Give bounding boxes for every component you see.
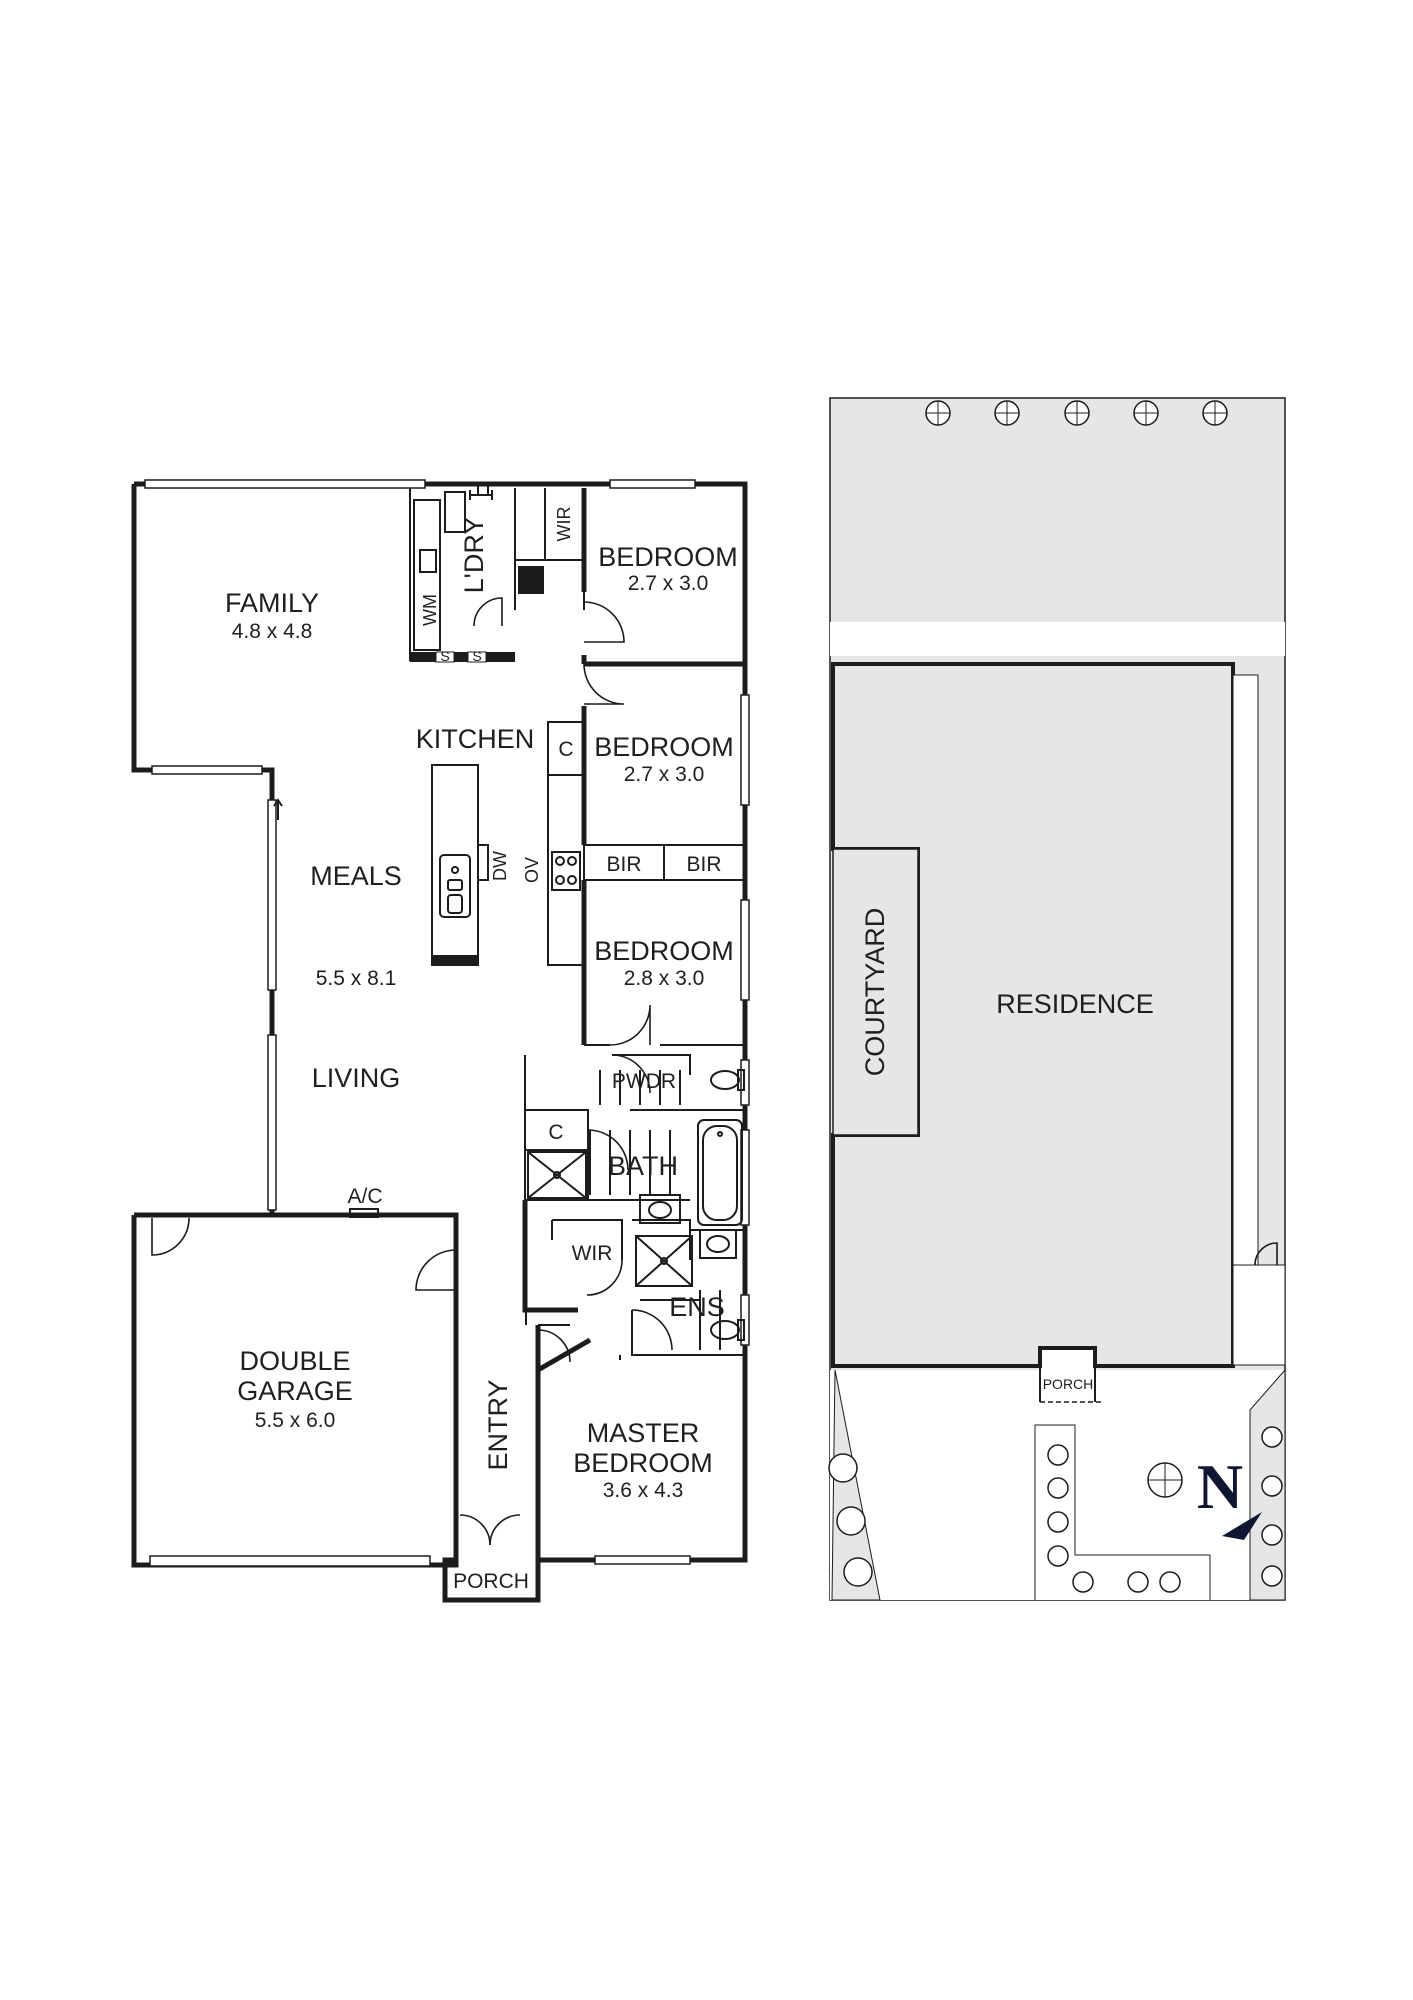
- entry-label: ENTRY: [483, 1379, 513, 1470]
- side-path: [1232, 674, 1259, 1266]
- north-arrow-icon: [1222, 1512, 1262, 1540]
- site-porch: [1038, 1346, 1097, 1366]
- bathroom-fixtures: [527, 1069, 745, 1350]
- interior-walls: [409, 488, 746, 1560]
- courtyard-label: COURTYARD: [860, 908, 890, 1077]
- north-label: N: [1197, 1451, 1243, 1522]
- bedroom-2-size: 2.7 x 3.0: [624, 763, 705, 786]
- porch-label: PORCH: [453, 1570, 529, 1593]
- meals-label: MEALS: [310, 861, 402, 891]
- ens-label: ENS: [669, 1292, 725, 1322]
- site-plan: RESIDENCE COURTYARD PORCH: [828, 397, 1286, 1601]
- shelf-label-2: S: [472, 648, 481, 664]
- ac-unit: [349, 1208, 379, 1218]
- master-label-line1: MASTER: [587, 1418, 700, 1448]
- door-swings: [151, 484, 673, 1546]
- ac-label: A/C: [347, 1185, 382, 1208]
- driveway-strip: [830, 622, 1285, 656]
- bedroom-1-size: 2.7 x 3.0: [628, 572, 709, 595]
- bedroom-3-size: 2.8 x 3.0: [624, 967, 705, 990]
- side-gate: [1232, 1264, 1286, 1366]
- trees: [828, 400, 1283, 1593]
- residence-label: RESIDENCE: [996, 989, 1154, 1019]
- shelf-label-1: S: [440, 648, 449, 664]
- porch-front: [442, 1560, 541, 1601]
- pwdr-label: PWDR: [612, 1070, 676, 1093]
- living-label: LIVING: [312, 1063, 401, 1093]
- bath-label: BATH: [608, 1151, 678, 1181]
- north-arrow: N: [1197, 1451, 1262, 1540]
- bedroom-3-label: BEDROOM: [594, 936, 734, 966]
- bir-1-label: BIR: [606, 853, 641, 876]
- master-size: 3.6 x 4.3: [603, 1479, 684, 1502]
- courtyard-area: [832, 848, 919, 1136]
- kitchen-label: KITCHEN: [416, 724, 535, 754]
- bir-2-label: BIR: [686, 853, 721, 876]
- master-label-line2: BEDROOM: [573, 1448, 713, 1478]
- site-porch-label: PORCH: [1043, 1376, 1094, 1392]
- family-size: 4.8 x 4.8: [232, 620, 313, 643]
- linen-c-label: C: [548, 1121, 563, 1144]
- wir-top-label: WIR: [554, 507, 574, 542]
- cooktop-icon: [551, 851, 581, 891]
- floor-plan: FAMILY 4.8 x 4.8 L'DRY WM WIR S S BEDROO…: [131, 479, 750, 1603]
- garden-bed: [1034, 1424, 1211, 1600]
- family-label: FAMILY: [225, 588, 319, 618]
- side-bed-left: [831, 1369, 881, 1601]
- laundry-fittings: [410, 490, 515, 663]
- bedroom-2-label: BEDROOM: [594, 732, 734, 762]
- garage-label-line2: GARAGE: [237, 1376, 353, 1406]
- dw-label: DW: [490, 851, 510, 881]
- bedroom-1-label: BEDROOM: [598, 542, 738, 572]
- garage-label-line1: DOUBLE: [239, 1346, 350, 1376]
- pantry-c-label: C: [558, 738, 573, 761]
- wir-master-label: WIR: [572, 1242, 613, 1265]
- meals-living-size: 5.5 x 8.1: [316, 967, 397, 990]
- wm-label: WM: [420, 594, 440, 626]
- kitchen-island: [431, 764, 489, 966]
- laundry-label: L'DRY: [459, 517, 489, 594]
- garage-size: 5.5 x 6.0: [255, 1409, 336, 1432]
- windows: [144, 479, 750, 1567]
- ov-label: OV: [522, 857, 542, 883]
